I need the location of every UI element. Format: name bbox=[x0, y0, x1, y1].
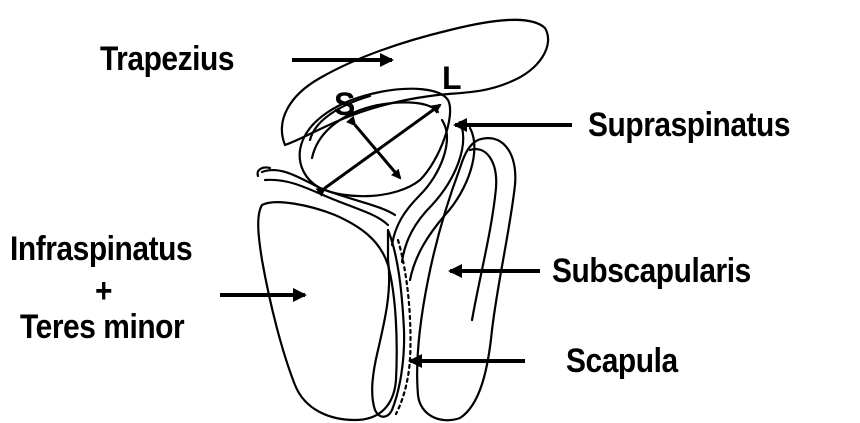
short-axis-arrow bbox=[355, 125, 400, 178]
short-axis-label: S bbox=[334, 88, 355, 120]
teres-minor-label: Teres minor bbox=[20, 310, 184, 344]
supraspinatus-label: Supraspinatus bbox=[588, 108, 790, 142]
infraspinatus-outline bbox=[258, 202, 397, 420]
subscapularis-label: Subscapularis bbox=[552, 254, 751, 288]
infraspinatus-label: Infraspinatus bbox=[10, 232, 192, 266]
scapula-outline bbox=[372, 230, 404, 417]
plus-sign: + bbox=[95, 274, 112, 308]
scapula-label: Scapula bbox=[566, 344, 678, 378]
long-axis-label: L bbox=[442, 62, 462, 94]
trapezius-label: Trapezius bbox=[100, 42, 234, 76]
